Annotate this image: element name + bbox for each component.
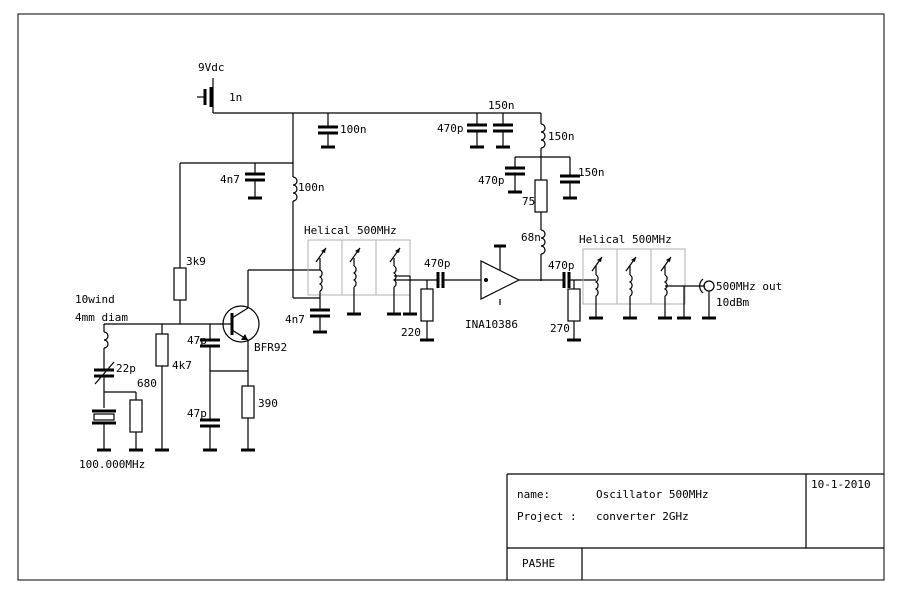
name-label: name: bbox=[517, 488, 550, 501]
choke-68n-label: 68n bbox=[521, 231, 541, 244]
oscillator-section: 4n7 100n 3k9 10wind 4mm diam 22p 100.000… bbox=[75, 113, 330, 471]
output-connector: 500MHz out 10dBm bbox=[699, 278, 782, 320]
resistor-390-label: 390 bbox=[258, 397, 278, 410]
cap-470p-top-label: 470p bbox=[437, 122, 464, 135]
amplifier-label: INA10386 bbox=[465, 318, 518, 331]
amp-output-coupling: 470p 270 bbox=[548, 259, 596, 342]
trimmer-22p-label: 22p bbox=[116, 362, 136, 375]
output-label-1: 500MHz out bbox=[716, 280, 782, 293]
coil-note-2: 4mm diam bbox=[75, 311, 128, 324]
coil-note-1: 10wind bbox=[75, 293, 115, 306]
cap-100n-top-label: 100n bbox=[340, 123, 367, 136]
resistor-75-label: 75 bbox=[522, 195, 535, 208]
filter1-label: Helical 500MHz bbox=[304, 224, 397, 237]
project-value: converter 2GHz bbox=[596, 510, 689, 523]
amplifier-section: INA10386 bbox=[465, 244, 564, 331]
author-text: PA5HE bbox=[522, 557, 555, 570]
title-block: name: Oscillator 500MHz Project : conver… bbox=[506, 473, 884, 580]
filter2-label: Helical 500MHz bbox=[579, 233, 672, 246]
transistor-label: BFR92 bbox=[254, 341, 287, 354]
amp-supply-branch: 150n 470p 150n 75 68n bbox=[478, 113, 605, 281]
resistor-220-label: 220 bbox=[401, 326, 421, 339]
date-text: 10-1-2010 bbox=[811, 478, 871, 491]
output-label-2: 10dBm bbox=[716, 296, 749, 309]
crystal-frequency-label: 100.000MHz bbox=[79, 458, 145, 471]
cap-470p-mid-label: 470p bbox=[478, 174, 505, 187]
cap-150n-mid-label: 150n bbox=[578, 166, 605, 179]
resistor-680-label: 680 bbox=[137, 377, 157, 390]
cap-4n7-bottom-label: 4n7 bbox=[285, 313, 305, 326]
supply-section: 9Vdc 1n 100n 470p 150n bbox=[197, 61, 541, 149]
cap-47p-b-label: 47p bbox=[187, 407, 207, 420]
resistor-270-label: 270 bbox=[550, 322, 570, 335]
name-value: Oscillator 500MHz bbox=[596, 488, 709, 501]
cap-150n-top-label: 150n bbox=[488, 99, 515, 112]
project-label: Project : bbox=[517, 510, 577, 523]
supply-label: 9Vdc bbox=[198, 61, 225, 74]
amp-input-coupling: 470p 220 bbox=[394, 257, 481, 342]
cap-47p-a-label: 47p bbox=[187, 334, 207, 347]
feedthrough-cap-label: 1n bbox=[229, 91, 242, 104]
sheet-border bbox=[17, 13, 885, 581]
resistor-3k9-label: 3k9 bbox=[186, 255, 206, 268]
helical-filter-1: Helical 500MHz bbox=[304, 224, 417, 316]
cap-4n7-left-label: 4n7 bbox=[220, 173, 240, 186]
resistor-4k7-label: 4k7 bbox=[172, 359, 192, 372]
transistor-symbol bbox=[222, 305, 260, 343]
helical-filter-2: Helical 500MHz bbox=[579, 233, 705, 320]
choke-150n-label: 150n bbox=[548, 130, 575, 143]
choke-100n-label: 100n bbox=[298, 181, 325, 194]
cap-470p-coupling2-label: 470p bbox=[548, 259, 575, 272]
amplifier-symbol bbox=[480, 260, 521, 300]
cap-470p-coupling1-label: 470p bbox=[424, 257, 451, 270]
